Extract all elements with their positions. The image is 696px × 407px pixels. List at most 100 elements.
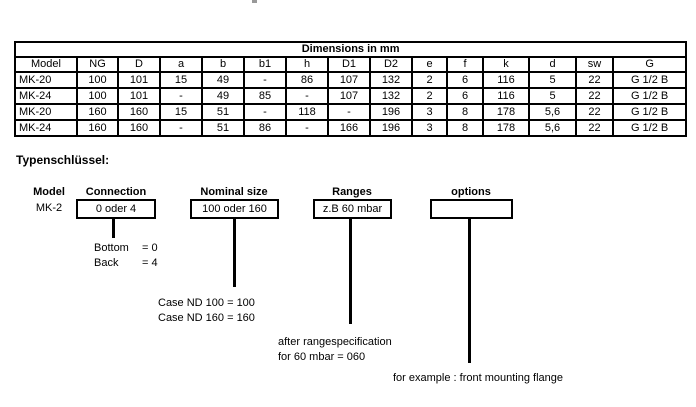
table-header-cell: D2 bbox=[369, 56, 413, 73]
connection-note-row: Bottom = 0 bbox=[94, 241, 158, 256]
model-label: Model bbox=[33, 186, 65, 198]
connection-connector-line bbox=[112, 219, 115, 238]
table-cell: 178 bbox=[482, 119, 530, 137]
table-cell: G 1/2 B bbox=[611, 87, 688, 105]
table-cell: 85 bbox=[243, 87, 287, 105]
options-note: for example : front mounting flange bbox=[393, 372, 563, 384]
table-cell: 49 bbox=[201, 71, 245, 89]
table-cell: 116 bbox=[482, 71, 530, 89]
table-cell: 5,6 bbox=[528, 103, 577, 121]
options-label: options bbox=[451, 186, 491, 198]
table-cell: 3 bbox=[411, 103, 448, 121]
table-cell: 5 bbox=[528, 87, 577, 105]
table-cell: - bbox=[243, 103, 287, 121]
table-header-cell: k bbox=[482, 56, 530, 73]
ranges-label: Ranges bbox=[332, 186, 372, 198]
nominal-size-label: Nominal size bbox=[200, 186, 268, 198]
connection-notes: Bottom = 0 Back = 4 bbox=[94, 241, 158, 271]
table-cell: - bbox=[327, 103, 371, 121]
table-cell: 86 bbox=[243, 119, 287, 137]
table-cell: 22 bbox=[575, 103, 614, 121]
table-cell: MK-20 bbox=[14, 103, 78, 121]
table-cell: 49 bbox=[201, 87, 245, 105]
table-cell: 132 bbox=[369, 87, 413, 105]
options-box bbox=[430, 199, 513, 219]
ranges-note: for 60 mbar = 060 bbox=[278, 351, 366, 363]
table-cell: - bbox=[159, 119, 203, 137]
table-cell: 160 bbox=[117, 103, 161, 121]
table-cell: 15 bbox=[159, 103, 203, 121]
table-header-cell: a bbox=[159, 56, 203, 73]
nominal-size-connector-line bbox=[233, 219, 236, 287]
table-cell: 6 bbox=[446, 71, 484, 89]
table-cell: 22 bbox=[575, 119, 614, 137]
table-cell: 100 bbox=[76, 87, 119, 105]
table-cell: 196 bbox=[369, 103, 413, 121]
table-cell: 86 bbox=[285, 71, 329, 89]
table-cell: 6 bbox=[446, 87, 484, 105]
table-cell: 116 bbox=[482, 87, 530, 105]
table-cell: 2 bbox=[411, 71, 448, 89]
table-header-cell: e bbox=[411, 56, 448, 73]
table-cell: 160 bbox=[76, 103, 119, 121]
table-header-cell: G bbox=[611, 56, 688, 73]
table-cell: 15 bbox=[159, 71, 203, 89]
table-cell: 22 bbox=[575, 87, 614, 105]
table-cell: - bbox=[285, 87, 329, 105]
connection-note-code: = 4 bbox=[142, 257, 158, 269]
table-cell: 101 bbox=[117, 71, 161, 89]
table-cell: 160 bbox=[117, 119, 161, 137]
table-cell: 22 bbox=[575, 71, 614, 89]
typenschluessel-heading: Typenschlüssel: bbox=[16, 153, 110, 167]
connection-note-row: Back = 4 bbox=[94, 256, 158, 271]
ranges-connector-line bbox=[349, 219, 352, 324]
table-header-cell: f bbox=[446, 56, 484, 73]
table-header-cell: b bbox=[201, 56, 245, 73]
table-cell: 5 bbox=[528, 71, 577, 89]
table-cell: MK-24 bbox=[14, 119, 78, 137]
table-cell: G 1/2 B bbox=[611, 103, 688, 121]
table-cell: 160 bbox=[76, 119, 119, 137]
table-header-cell: D bbox=[117, 56, 161, 73]
table-cell: 118 bbox=[285, 103, 329, 121]
table-cell: 132 bbox=[369, 71, 413, 89]
table-cell: MK-24 bbox=[14, 87, 78, 105]
table-cell: 8 bbox=[446, 119, 484, 137]
scan-artifact bbox=[252, 0, 257, 3]
table-cell: G 1/2 B bbox=[611, 71, 688, 89]
connection-label: Connection bbox=[85, 186, 147, 198]
nominal-size-box: 100 oder 160 bbox=[190, 199, 279, 219]
table-cell: 166 bbox=[327, 119, 371, 137]
options-connector-line bbox=[468, 219, 471, 363]
table-cell: 101 bbox=[117, 87, 161, 105]
table-cell: 3 bbox=[411, 119, 448, 137]
table-cell: 8 bbox=[446, 103, 484, 121]
connection-note-term: Back bbox=[94, 257, 119, 269]
table-cell: 178 bbox=[482, 103, 530, 121]
nominal-size-note: Case ND 100 = 100 bbox=[158, 297, 255, 309]
table-cell: 100 bbox=[76, 71, 119, 89]
table-header-cell: Model bbox=[14, 56, 78, 73]
ranges-box: z.B 60 mbar bbox=[313, 199, 392, 219]
table-header-cell: h bbox=[285, 56, 329, 73]
connection-box: 0 oder 4 bbox=[76, 199, 156, 219]
table-cell: 51 bbox=[201, 103, 245, 121]
table-cell: 2 bbox=[411, 87, 448, 105]
nominal-size-notes: Case ND 100 = 100 Case ND 160 = 160 bbox=[158, 296, 255, 326]
table-cell: - bbox=[285, 119, 329, 137]
table-cell: G 1/2 B bbox=[611, 119, 688, 137]
table-cell: 51 bbox=[201, 119, 245, 137]
ranges-note: after rangespecification bbox=[278, 336, 392, 348]
table-header-cell: sw bbox=[575, 56, 614, 73]
table-cell: 196 bbox=[369, 119, 413, 137]
table-header-cell: d bbox=[528, 56, 577, 73]
table-cell: 107 bbox=[327, 71, 371, 89]
table-header-cell: NG bbox=[76, 56, 119, 73]
table-cell: - bbox=[159, 87, 203, 105]
